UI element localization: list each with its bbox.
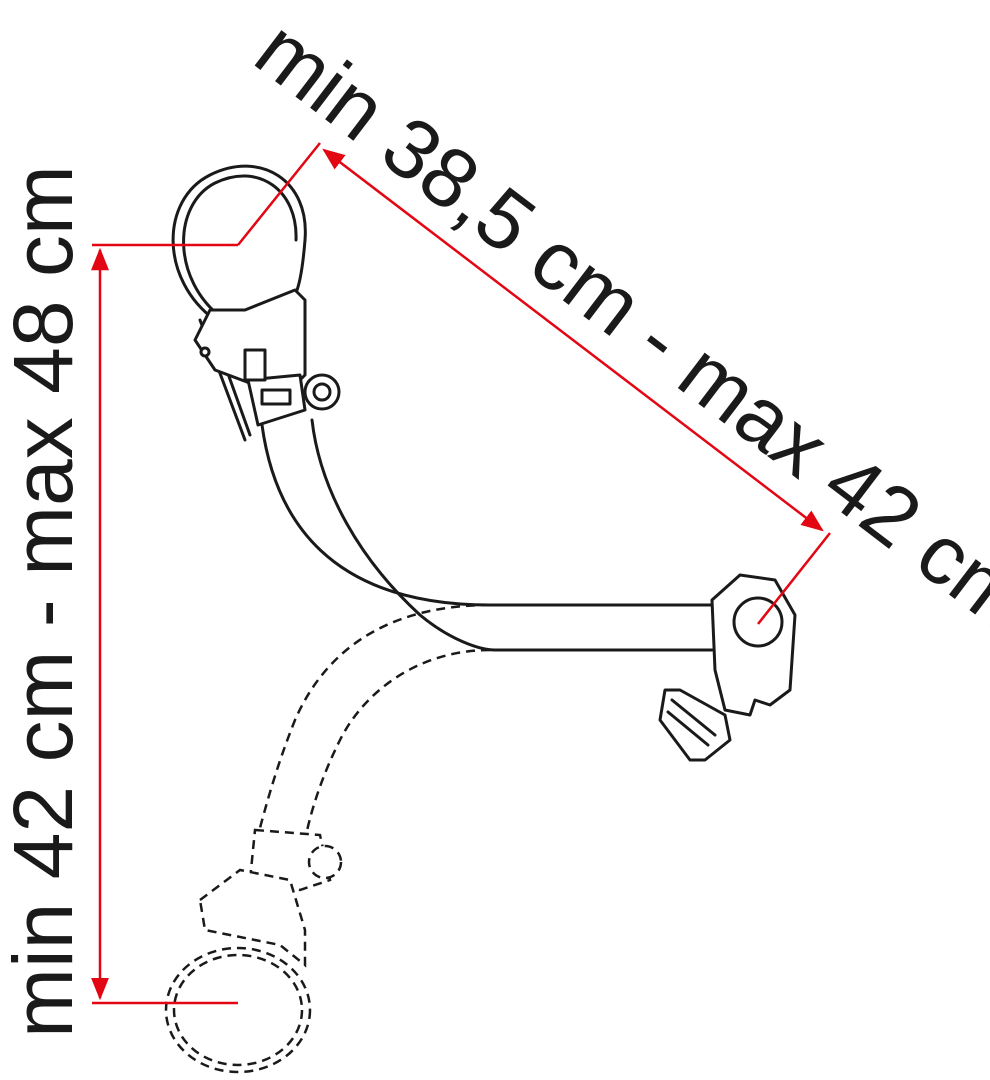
vertical-dimension-label: min 42 cm - max 48 cm [0,165,90,1038]
top-frame-clamp [171,164,341,442]
diagonal-dimension-label: min 38,5 cm - max 42 cm [239,2,990,648]
diagonal-dimension-arrow [322,148,824,532]
dimension-lines [91,142,831,1005]
arm-main [260,418,714,652]
mount-clamp-with-knob [658,573,797,762]
arm-alternate-position-dashed [164,603,491,1074]
